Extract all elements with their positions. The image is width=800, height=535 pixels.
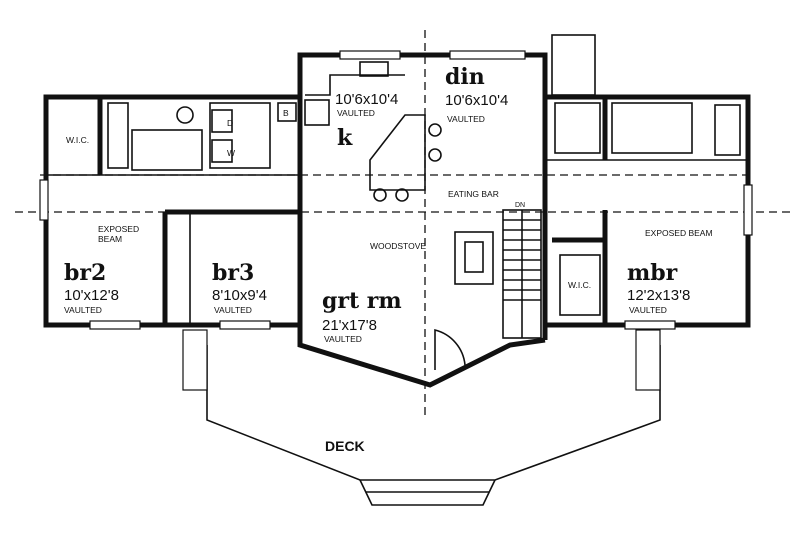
broom-closet-label: B <box>283 108 289 118</box>
room-name-master: mbr <box>627 260 678 286</box>
eating-bar-label: EATING BAR <box>448 189 499 199</box>
room-name-great-room: grt rm <box>322 288 402 314</box>
wic-label-left: W.I.C. <box>66 135 89 145</box>
room-size-dining: 10'6x10'4 <box>445 92 508 109</box>
stairs <box>502 209 542 339</box>
range <box>304 99 330 126</box>
room-note-br2: VAULTED <box>64 305 102 315</box>
room-note-great-room: VAULTED <box>324 334 362 344</box>
entry-door[interactable] <box>434 328 466 370</box>
room-name-br3: br3 <box>212 260 254 286</box>
room-name-br2: br2 <box>64 260 106 286</box>
room-size-great-room: 21'x17'8 <box>322 317 377 334</box>
room-size-br2: 10'x12'8 <box>64 287 119 304</box>
deck-label: DECK <box>325 438 365 454</box>
room-size-kitchen: 10'6x10'4 <box>335 91 398 108</box>
exposed-beam-label-right: EXPOSED BEAM <box>645 228 713 238</box>
deck <box>182 329 661 506</box>
room-name-kitchen: k <box>337 125 353 151</box>
woodstove-label: WOODSTOVE <box>370 241 426 251</box>
exposed-beam-label-left: EXPOSED <box>98 224 139 234</box>
eating-bar <box>369 114 426 191</box>
wic-label-right: W.I.C. <box>568 280 591 290</box>
bathtub <box>107 102 129 169</box>
woodstove <box>454 231 494 285</box>
washer-label: W <box>227 148 235 158</box>
room-size-master: 12'2x13'8 <box>627 287 690 304</box>
dryer-label: D <box>227 118 233 128</box>
room-note-dining: VAULTED <box>447 114 485 124</box>
room-size-br3: 8'10x9'4 <box>212 287 267 304</box>
stair-down-label: DN <box>515 202 525 209</box>
room-name-dining: din <box>445 64 485 90</box>
sink <box>176 106 194 124</box>
kitchen-sink <box>359 61 389 77</box>
room-note-master: VAULTED <box>629 305 667 315</box>
room-note-br3: VAULTED <box>214 305 252 315</box>
bathtub <box>714 104 741 156</box>
bath-tile <box>131 129 203 171</box>
room-note-kitchen: VAULTED <box>337 108 375 118</box>
exposed-beam-label-left-2: BEAM <box>98 234 122 244</box>
chimney <box>551 34 596 96</box>
